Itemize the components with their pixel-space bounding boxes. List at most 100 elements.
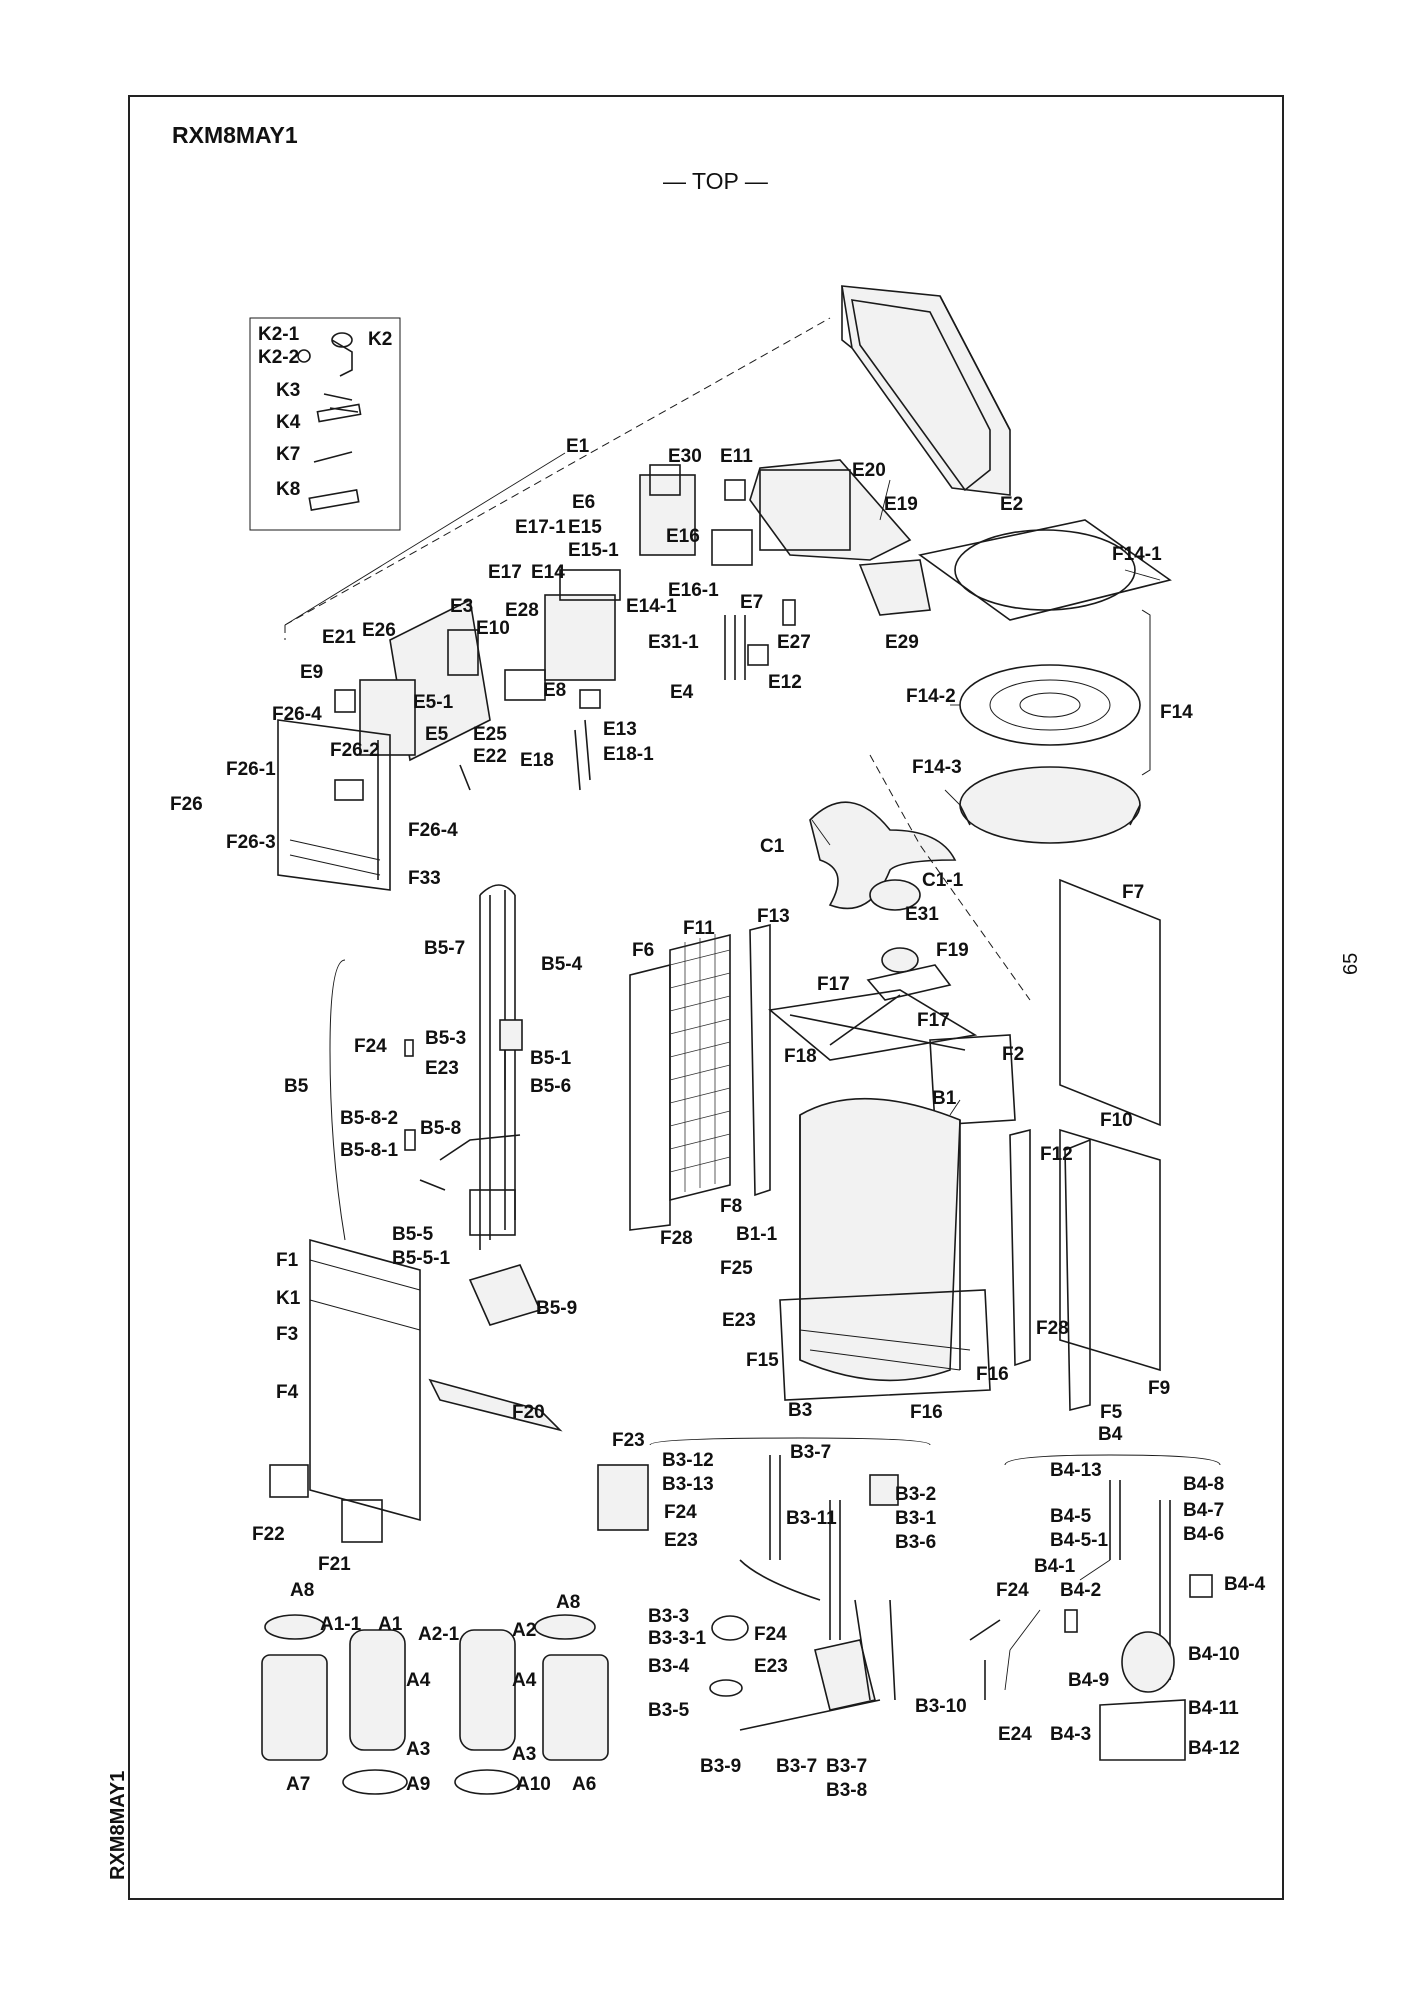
callout-e24: E24 (998, 1724, 1032, 1745)
callout-f24-d: F24 (996, 1580, 1029, 1601)
callout-e28: E28 (505, 600, 539, 621)
callout-a6: A6 (572, 1774, 596, 1795)
callout-f1: F1 (276, 1250, 299, 1271)
callout-b3-3: B3-3 (648, 1606, 689, 1627)
callout-e23-a: E23 (425, 1058, 459, 1079)
callout-c1: C1 (760, 836, 785, 857)
piping-assembly-b3 (709, 1455, 899, 1731)
callout-f22: F22 (252, 1524, 285, 1545)
b4-bracket (1004, 1454, 1221, 1466)
callout-f20: F20 (512, 1402, 545, 1423)
callout-b3-4: B3-4 (648, 1656, 690, 1677)
callout-e12: E12 (768, 672, 802, 693)
callout-f2: F2 (1002, 1044, 1024, 1065)
callout-b5-9: B5-9 (536, 1298, 577, 1319)
callout-a1-1: A1-1 (320, 1614, 362, 1635)
callout-b3-13: B3-13 (662, 1474, 714, 1495)
callout-b4-2: B4-2 (1060, 1580, 1101, 1601)
callout-b4: B4 (1098, 1424, 1123, 1445)
leader-lines (284, 452, 1161, 1691)
callout-e1: E1 (566, 436, 590, 457)
callout-e8: E8 (543, 680, 566, 701)
callout-b5-5-1: B5-5-1 (392, 1248, 451, 1269)
callout-e23-c: E23 (664, 1530, 698, 1551)
callout-e23-d: E23 (754, 1656, 788, 1677)
callout-e23-b: E23 (722, 1310, 756, 1331)
callout-b3-7-c: B3-7 (826, 1756, 867, 1777)
callout-b4-10: B4-10 (1188, 1644, 1240, 1665)
callout-f28-b: F28 (1036, 1318, 1069, 1339)
callout-e5: E5 (425, 724, 449, 745)
callout-a10: A10 (516, 1774, 551, 1795)
callout-b5-8-1: B5-8-1 (340, 1140, 399, 1161)
b5-bracket (329, 959, 346, 1241)
callout-b4-3: B4-3 (1050, 1724, 1091, 1745)
callout-f11: F11 (683, 918, 715, 939)
callout-e13: E13 (603, 719, 637, 740)
callout-b5-7: B5-7 (424, 938, 465, 959)
callout-b4-1: B4-1 (1034, 1556, 1076, 1577)
callout-e27: E27 (777, 632, 811, 653)
callout-e14-1: E14-1 (626, 596, 677, 617)
callout-f13: F13 (757, 906, 790, 927)
callout-a9: A9 (406, 1774, 430, 1795)
part-f23 (597, 1464, 649, 1531)
callout-f6: F6 (632, 940, 654, 961)
callout-b4-8: B4-8 (1183, 1474, 1224, 1495)
callout-f16-b: F16 (910, 1402, 943, 1423)
callout-e22: E22 (473, 746, 507, 767)
callout-a2: A2 (512, 1620, 536, 1641)
callout-f19: F19 (936, 940, 969, 961)
callout-a4-b: A4 (512, 1670, 537, 1691)
fan-guard-f14 (918, 519, 1172, 844)
callout-e16: E16 (666, 526, 700, 547)
callout-k7: K7 (276, 444, 300, 465)
callout-f26: F26 (170, 794, 203, 815)
callout-f3: F3 (276, 1324, 298, 1345)
callout-e16-1: E16-1 (668, 580, 719, 601)
front-grille-f6 (629, 923, 771, 1231)
callout-b3-2: B3-2 (895, 1484, 936, 1505)
callout-b5: B5 (284, 1076, 309, 1097)
callout-a3-a: A3 (406, 1739, 430, 1760)
callout-b3-7-b: B3-7 (776, 1756, 817, 1777)
callout-f15: F15 (746, 1350, 779, 1371)
piping-assembly-b5 (404, 884, 542, 1326)
callout-e20: E20 (852, 460, 886, 481)
callout-f5: F5 (1100, 1402, 1123, 1423)
callout-b5-8: B5-8 (420, 1118, 461, 1139)
callout-f26-3: F26-3 (226, 832, 276, 853)
callout-b3-1: B3-1 (895, 1508, 937, 1529)
callout-a8-b: A8 (556, 1592, 580, 1613)
callout-e10: E10 (476, 618, 510, 639)
callout-e11: E11 (720, 446, 753, 467)
callout-e17-1: E17-1 (515, 517, 566, 538)
callout-e6: E6 (572, 492, 595, 513)
view-label: — TOP — (663, 168, 768, 194)
callout-b5-3: B5-3 (425, 1028, 466, 1049)
callout-f23: F23 (612, 1430, 645, 1451)
callout-f10: F10 (1100, 1110, 1133, 1131)
callout-f26-4-bottom: F26-4 (408, 820, 458, 841)
callout-e25: E25 (473, 724, 507, 745)
part-callouts: K2-1 K2 K2-2 K3 K4 K7 K8 E1 E30 E11 E20 … (170, 324, 1266, 1801)
callout-f26-1: F26-1 (226, 759, 276, 780)
callout-b3-9: B3-9 (700, 1756, 741, 1777)
callout-b5-8-2: B5-8-2 (340, 1108, 398, 1129)
callout-k4: K4 (276, 412, 301, 433)
b3-bracket (649, 1437, 931, 1446)
callout-e4: E4 (670, 682, 694, 703)
callout-a7: A7 (286, 1774, 310, 1795)
switch-box-assembly (334, 459, 931, 791)
callout-k2-2: K2-2 (258, 347, 299, 368)
callout-e5-1: E5-1 (413, 692, 454, 713)
callout-a3-b: A3 (512, 1744, 536, 1765)
piping-assembly-b4 (969, 1480, 1213, 1761)
callout-f7: F7 (1122, 882, 1144, 903)
top-panel-e2 (841, 285, 1011, 496)
callout-f24-c: F24 (754, 1624, 787, 1645)
callout-e19: E19 (884, 494, 918, 515)
callout-f4: F4 (276, 1382, 299, 1403)
callout-b3-11: B3-11 (786, 1508, 837, 1529)
